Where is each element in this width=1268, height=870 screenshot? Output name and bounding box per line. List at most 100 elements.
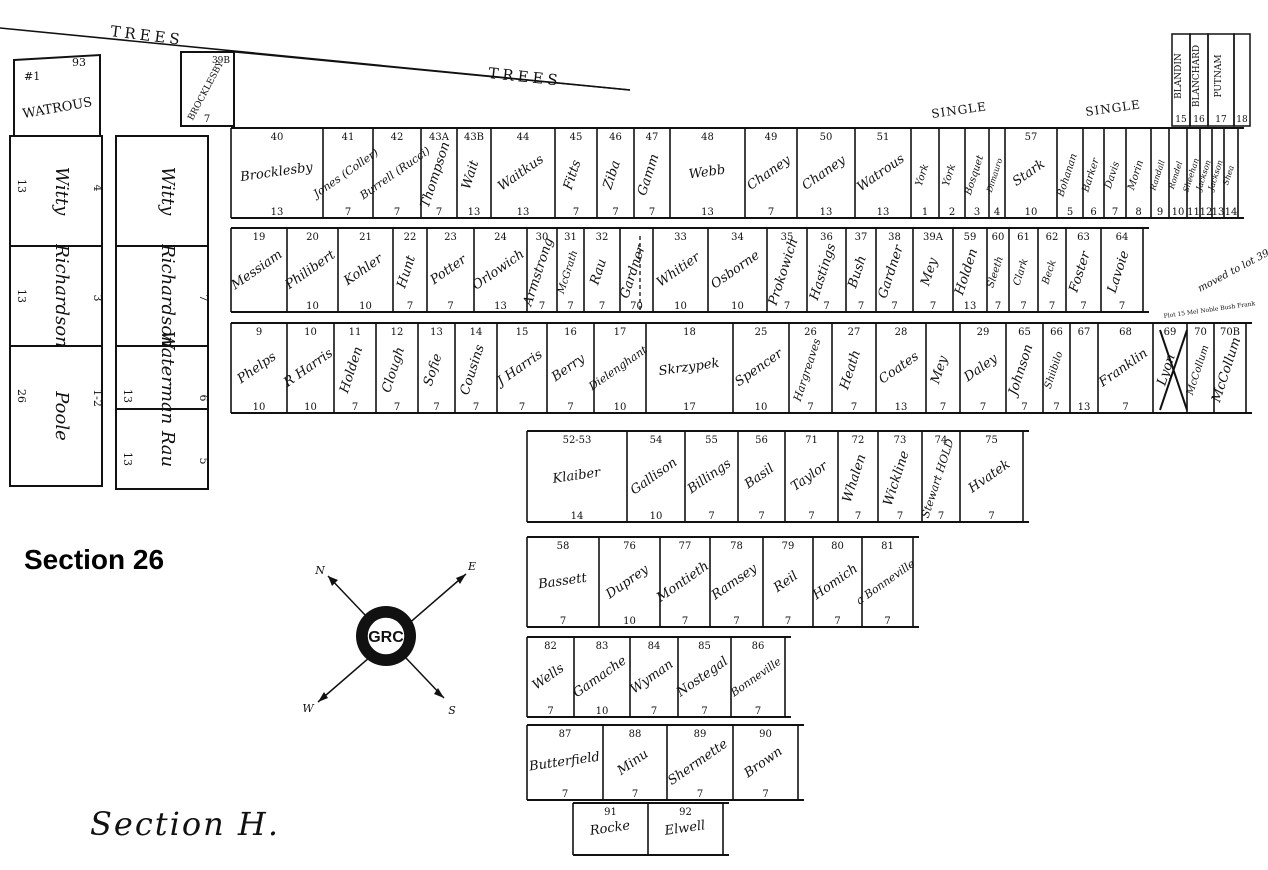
plot-size: 7 bbox=[988, 511, 994, 522]
plot-number: 13 bbox=[430, 327, 443, 338]
plot-number: 32 bbox=[596, 232, 609, 243]
plot-number: 26 bbox=[804, 327, 817, 338]
plot-owner-name: BLANDIN bbox=[1174, 53, 1184, 99]
plot-number: 81 bbox=[881, 541, 894, 552]
plot-number: 39B bbox=[212, 56, 230, 66]
plot-owner-name: McCollum bbox=[1185, 344, 1212, 398]
plot-size: 13 bbox=[877, 207, 890, 218]
plot-size: 10 bbox=[731, 301, 744, 312]
plot-owner-name: Holden bbox=[952, 247, 981, 298]
plot-owner-name: Rau bbox=[587, 257, 610, 288]
plot-size: 26 bbox=[15, 389, 28, 403]
plot-owner-name: York bbox=[914, 163, 931, 188]
plot-owner-name: Prokowich bbox=[766, 237, 802, 309]
plot-size: 7 bbox=[682, 616, 688, 627]
plot-size: 13 bbox=[271, 207, 284, 218]
plot-owner-name: Bosquet bbox=[963, 153, 987, 198]
arrow-head bbox=[456, 574, 466, 584]
plot-number: 92 bbox=[679, 807, 692, 818]
plot-owner-name: Gamm bbox=[635, 152, 662, 197]
plot-number: 29 bbox=[977, 327, 990, 338]
plot-number: 89 bbox=[694, 729, 707, 740]
plot-owner-name: Wyman bbox=[628, 657, 677, 697]
plot-number: 20 bbox=[306, 232, 319, 243]
plot-outline bbox=[9, 345, 103, 487]
plot-number: 54 bbox=[650, 435, 663, 446]
plot-size: 7 bbox=[1080, 301, 1086, 312]
plot-size: 5 bbox=[1067, 207, 1073, 218]
plot-owner-name: PUTNAM bbox=[1214, 54, 1224, 97]
plot-number: 3 bbox=[91, 295, 104, 302]
plot-owner-name: Minu bbox=[614, 747, 651, 779]
plot-size: 13 bbox=[468, 207, 481, 218]
plot-size: 10 bbox=[755, 402, 768, 413]
plot-number: 87 bbox=[559, 729, 572, 740]
plot-size: 12 bbox=[1200, 207, 1213, 218]
plot-owner-name: Elwell bbox=[663, 818, 706, 839]
plot-size: 7 bbox=[808, 511, 814, 522]
plot-size: 7 bbox=[784, 301, 790, 312]
plot-owner-name: Mey bbox=[928, 354, 952, 387]
plot-size: 7 bbox=[547, 706, 553, 717]
plot-number: 58 bbox=[557, 541, 570, 552]
plot-number: 91 bbox=[604, 807, 617, 818]
plot-owner-name: Waterman bbox=[157, 331, 178, 425]
plot-size: 13 bbox=[517, 207, 530, 218]
plot-number: 67 bbox=[1078, 327, 1091, 338]
plot-owner-name: Gamache bbox=[570, 653, 629, 701]
plot-size: 7 bbox=[1049, 301, 1055, 312]
plot-note: Plot 15 Mel Noble Bush Frank bbox=[1163, 300, 1256, 320]
plot-owner-name: Waitkus bbox=[495, 152, 547, 194]
plot-number: 30 bbox=[536, 232, 549, 243]
trees-label: TREES bbox=[110, 22, 185, 49]
plot-size: 7 bbox=[823, 301, 829, 312]
plot-size: 7 bbox=[599, 301, 605, 312]
plot-size: 10 bbox=[359, 301, 372, 312]
plot-number: 70B bbox=[1220, 327, 1240, 338]
plot-size: 7 bbox=[562, 789, 568, 800]
plot-owner-name: Clark bbox=[1012, 257, 1031, 287]
plot-owner-name: Rocke bbox=[588, 818, 631, 839]
plot-owner-name: Orlowich bbox=[470, 247, 528, 294]
plot-size: 7 bbox=[938, 511, 944, 522]
plot-number: 4 bbox=[91, 185, 104, 192]
plot-number: 17 bbox=[614, 327, 627, 338]
plot-owner-name: Butterfield bbox=[527, 750, 601, 775]
plot-owner-name: Nostegal bbox=[673, 654, 731, 701]
plot-owner-name: Lyon bbox=[1154, 352, 1178, 388]
trees-label: TREES bbox=[488, 64, 563, 90]
plot-owner-name: Clough bbox=[379, 345, 408, 394]
plot-size: 10 bbox=[596, 706, 609, 717]
plot-owner-name: Heath bbox=[837, 348, 864, 392]
plot-number: 47 bbox=[646, 132, 659, 143]
plot-number: 63 bbox=[1077, 232, 1090, 243]
compass-direction-e: E bbox=[467, 560, 476, 573]
plot-owner-name: Holden bbox=[337, 345, 366, 396]
